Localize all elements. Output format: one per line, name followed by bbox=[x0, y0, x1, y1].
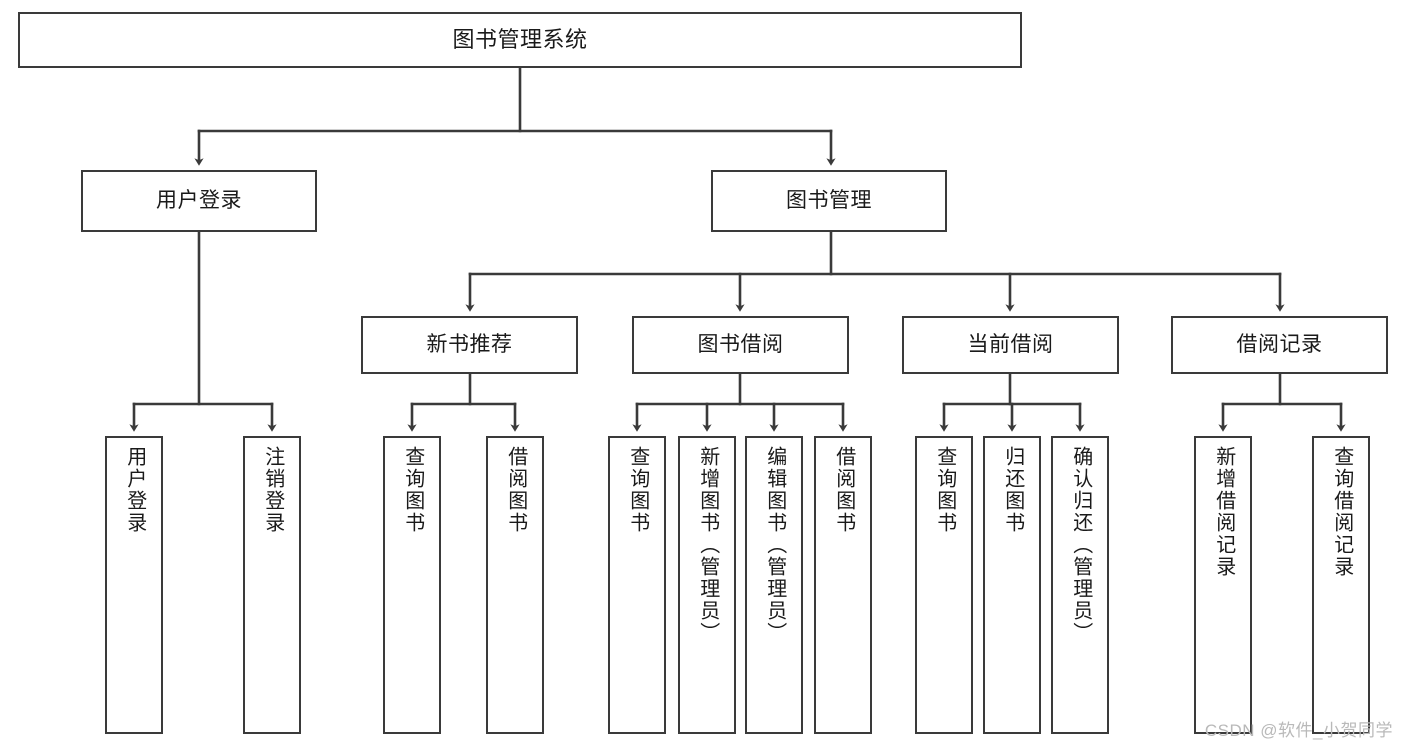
node-root-system[interactable]: 图书管理系统 bbox=[18, 12, 1022, 68]
node-leaf-recommend-query-book-label: 查询图书 bbox=[401, 446, 424, 534]
node-leaf-recommend-borrow-book-label: 借阅图书 bbox=[504, 446, 527, 534]
node-leaf-add-borrow-record-label: 新增借阅记录 bbox=[1212, 446, 1235, 578]
node-leaf-return-book[interactable]: 归还图书 bbox=[983, 436, 1041, 734]
node-leaf-user-login-label: 用户登录 bbox=[123, 446, 146, 534]
node-leaf-query-borrow-record[interactable]: 查询借阅记录 bbox=[1312, 436, 1370, 734]
node-borrow-record-label: 借阅记录 bbox=[1236, 332, 1323, 356]
node-leaf-confirm-return-admin[interactable]: 确认归还（管理员） bbox=[1051, 436, 1109, 734]
node-leaf-edit-book-admin[interactable]: 编辑图书（管理员） bbox=[745, 436, 803, 734]
node-current-borrow[interactable]: 当前借阅 bbox=[902, 316, 1119, 374]
node-leaf-logout[interactable]: 注销登录 bbox=[243, 436, 301, 734]
node-leaf-return-book-label: 归还图书 bbox=[1001, 446, 1024, 534]
node-user-login-label: 用户登录 bbox=[156, 188, 242, 212]
node-borrow-record[interactable]: 借阅记录 bbox=[1171, 316, 1388, 374]
node-leaf-add-book-admin[interactable]: 新增图书（管理员） bbox=[678, 436, 736, 734]
node-leaf-user-login[interactable]: 用户登录 bbox=[105, 436, 163, 734]
node-leaf-logout-label: 注销登录 bbox=[261, 446, 284, 534]
node-book-borrow[interactable]: 图书借阅 bbox=[632, 316, 849, 374]
node-leaf-add-book-admin-label: 新增图书（管理员） bbox=[696, 446, 719, 644]
node-new-book-recommend[interactable]: 新书推荐 bbox=[361, 316, 578, 374]
node-leaf-current-query-book[interactable]: 查询图书 bbox=[915, 436, 973, 734]
node-leaf-recommend-borrow-book[interactable]: 借阅图书 bbox=[486, 436, 544, 734]
node-leaf-confirm-return-admin-label: 确认归还（管理员） bbox=[1069, 446, 1092, 644]
node-leaf-query-borrow-record-label: 查询借阅记录 bbox=[1330, 446, 1353, 578]
node-leaf-borrow-query-book[interactable]: 查询图书 bbox=[608, 436, 666, 734]
node-leaf-recommend-query-book[interactable]: 查询图书 bbox=[383, 436, 441, 734]
node-new-book-recommend-label: 新书推荐 bbox=[426, 332, 513, 356]
node-book-management-label: 图书管理 bbox=[786, 188, 872, 212]
node-book-borrow-label: 图书借阅 bbox=[697, 332, 784, 356]
node-leaf-borrow-book-label: 借阅图书 bbox=[832, 446, 855, 534]
node-leaf-edit-book-admin-label: 编辑图书（管理员） bbox=[763, 446, 786, 644]
node-leaf-current-query-book-label: 查询图书 bbox=[933, 446, 956, 534]
node-current-borrow-label: 当前借阅 bbox=[967, 332, 1054, 356]
node-leaf-borrow-book[interactable]: 借阅图书 bbox=[814, 436, 872, 734]
node-leaf-borrow-query-book-label: 查询图书 bbox=[626, 446, 649, 534]
node-leaf-add-borrow-record[interactable]: 新增借阅记录 bbox=[1194, 436, 1252, 734]
node-root-system-label: 图书管理系统 bbox=[452, 27, 588, 53]
csdn-watermark: CSDN @软件_小贺同学 bbox=[1204, 721, 1393, 740]
node-book-management[interactable]: 图书管理 bbox=[711, 170, 947, 232]
node-user-login[interactable]: 用户登录 bbox=[81, 170, 317, 232]
